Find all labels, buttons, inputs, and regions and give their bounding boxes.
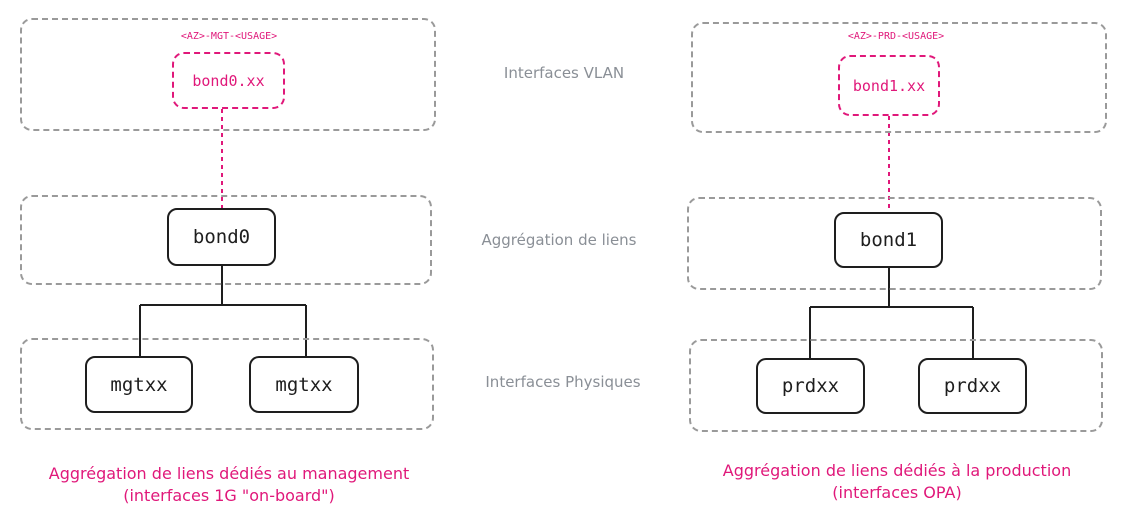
left-physical-node-2: mgtxx xyxy=(249,356,359,413)
left-bond-tree xyxy=(139,266,307,356)
left-vlan-group xyxy=(20,18,436,131)
right-physical-node-1: prdxx xyxy=(756,358,865,414)
right-vlan-tag: <AZ>-PRD-<USAGE> xyxy=(847,31,945,42)
left-caption-line2: (interfaces 1G "on-board") xyxy=(123,486,335,505)
right-physical-node-2: prdxx xyxy=(918,358,1027,414)
left-bond-node: bond0 xyxy=(167,208,276,266)
left-physical-group xyxy=(20,338,434,430)
left-physical-node-1: mgtxx xyxy=(85,356,193,413)
right-physical-group xyxy=(689,339,1103,432)
left-vlan-tag: <AZ>-MGT-<USAGE> xyxy=(180,31,278,42)
left-caption-line1: Aggrégation de liens dédiés au managemen… xyxy=(48,464,410,483)
left-aggregation-group xyxy=(20,195,432,285)
right-caption: Aggrégation de liens dédiés à la product… xyxy=(723,460,1071,504)
right-bond-tree xyxy=(809,268,974,358)
right-vlan-group xyxy=(691,22,1107,133)
left-vlan-interface: bond0.xx xyxy=(172,52,285,109)
layer-label-physical: Interfaces Physiques xyxy=(485,373,641,391)
layer-label-aggregation: Aggrégation de liens xyxy=(481,231,637,249)
right-bond-node: bond1 xyxy=(834,212,943,268)
layer-label-vlan: Interfaces VLAN xyxy=(503,64,625,82)
right-caption-line1: Aggrégation de liens dédiés à la product… xyxy=(722,461,1072,480)
right-vlan-interface: bond1.xx xyxy=(838,55,940,116)
right-caption-line2: (interfaces OPA) xyxy=(832,483,962,502)
left-caption: Aggrégation de liens dédiés au managemen… xyxy=(49,463,409,507)
right-aggregation-group xyxy=(687,197,1102,290)
